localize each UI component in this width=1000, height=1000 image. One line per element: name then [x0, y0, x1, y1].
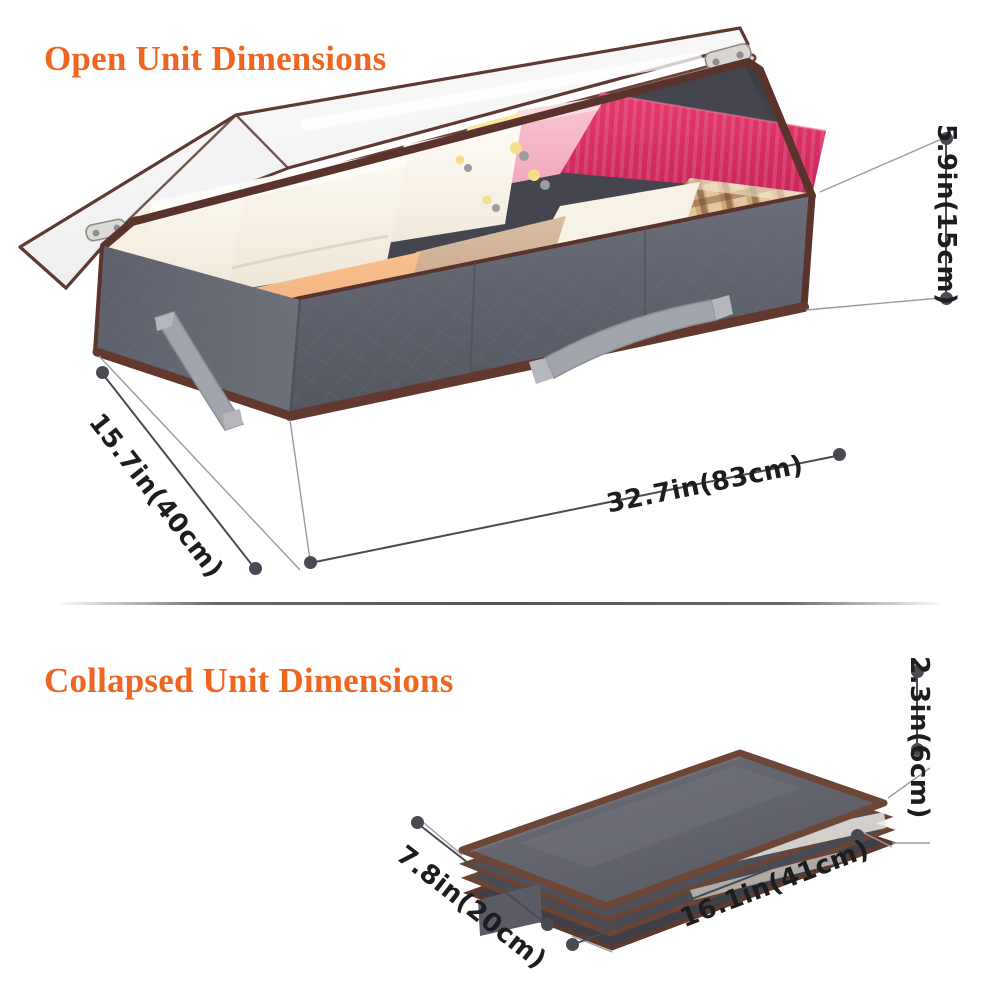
open-unit-title: Open Unit Dimensions	[44, 39, 387, 79]
dimension-collapsed-height-label: 2.3in(6cm)	[904, 656, 934, 819]
handle-front	[529, 295, 733, 384]
open-unit-illustration: 5.9in(15cm) 32.7in(83cm) 15.7in(40cm)	[18, 26, 961, 584]
guide-depth-upper	[98, 355, 301, 571]
collapsed-unit-illustration: 2.3in(6cm) 16.1in(41cm) 7.8in(20cm)	[0, 600, 1000, 1000]
handle-left	[153, 311, 245, 431]
guide-collapsed-height-top	[887, 767, 931, 799]
content-crimson-blanket	[556, 92, 827, 195]
guide-collapsed-depth	[417, 817, 463, 856]
open-storage-box-svg	[18, 26, 945, 571]
guide-depth-lower	[289, 419, 311, 561]
collapsed-top-panel	[458, 749, 888, 910]
section-divider	[55, 602, 945, 605]
guide-height-bottom	[805, 297, 941, 311]
guide-collapsed-length-left	[571, 935, 613, 953]
collapsed-unit-title: Collapsed Unit Dimensions	[44, 661, 454, 701]
dimension-open-height-label: 5.9in(15cm)	[931, 124, 961, 306]
box-rim-trim	[93, 58, 816, 356]
guide-height-top	[819, 137, 945, 193]
collapsed-storage-box-svg	[417, 749, 931, 953]
box-contents	[104, 92, 827, 358]
guide-collapsed-length-right	[861, 831, 893, 848]
